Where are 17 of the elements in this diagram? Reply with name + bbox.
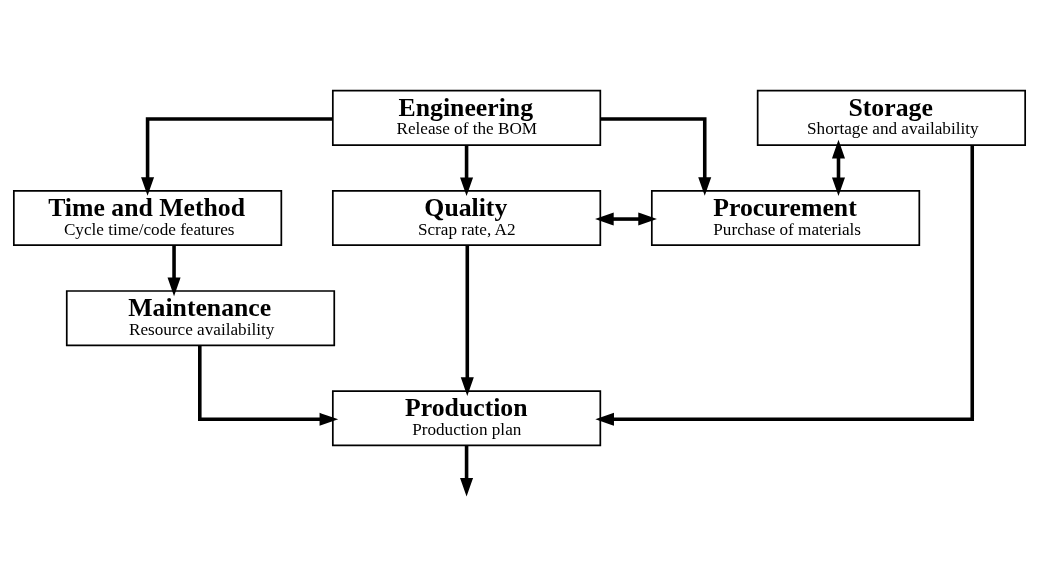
- arrow: [198, 345, 339, 426]
- node-box: Maintenance Resource availability: [65, 290, 336, 347]
- arrow: [595, 145, 975, 426]
- arrow: [141, 117, 333, 196]
- node-box: Time and Method Cycle time/code features: [13, 190, 283, 247]
- arrow: [460, 145, 474, 197]
- node-box: Engineering Release of the BOM: [331, 89, 602, 146]
- arrow: [460, 245, 474, 396]
- node-box: Quality Scrap rate, A2: [331, 190, 602, 247]
- node-box: Production Production plan: [331, 390, 602, 447]
- arrow: [601, 117, 712, 196]
- node-box: Storage Shortage and availability: [756, 89, 1026, 146]
- node-box: Procurement Purchase of materials: [650, 190, 921, 247]
- arrow: [831, 139, 846, 197]
- arrow: [167, 245, 181, 297]
- arrow: [595, 212, 657, 226]
- arrow: [460, 445, 474, 497]
